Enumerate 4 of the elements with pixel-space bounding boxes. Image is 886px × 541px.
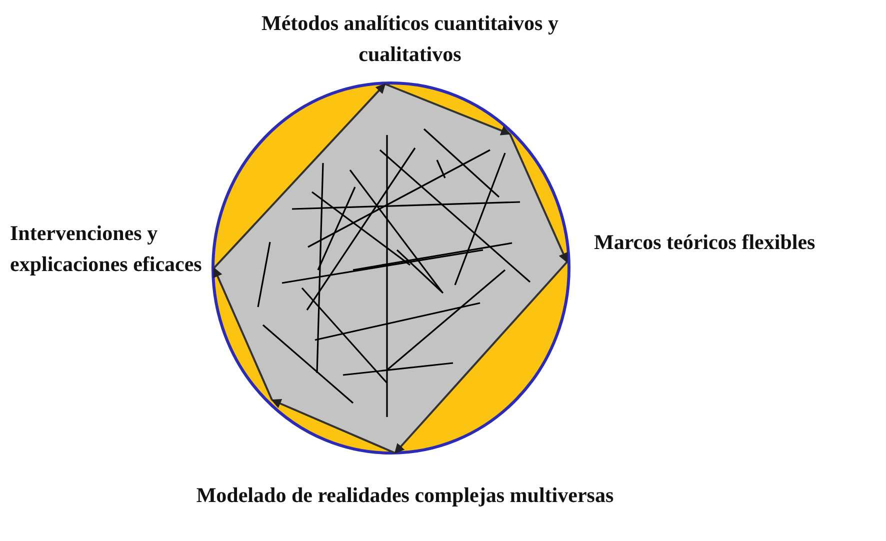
concept-label: Métodos analíticos cuantitaivos y cualitativos	[260, 10, 560, 68]
concept-label: Modelado de realidades complejas multiversas	[195, 482, 615, 509]
concept-label: Intervenciones y explicaciones eficaces	[10, 220, 203, 278]
concept-label: Marcos teóricos flexibles	[594, 229, 816, 256]
